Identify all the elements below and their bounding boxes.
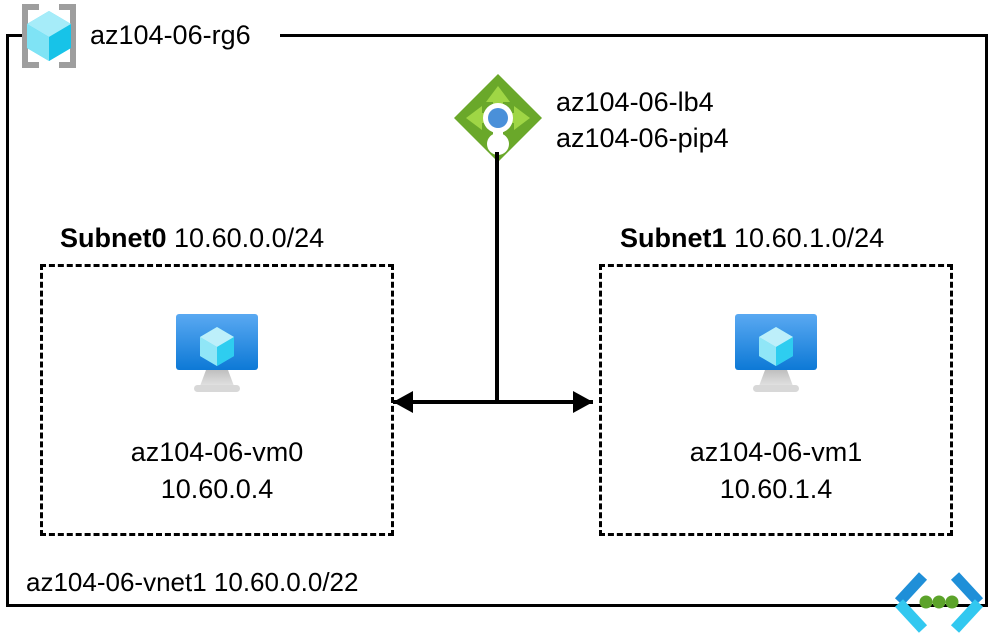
subnet0-box <box>40 264 394 536</box>
resource-group-border-bottom <box>6 604 988 607</box>
vm1-name: az104-06-vm1 <box>689 437 863 467</box>
virtual-machine-icon <box>727 312 825 394</box>
vm0-ip: 10.60.0.4 <box>160 474 274 504</box>
load-balancer-connector-line <box>495 152 499 402</box>
virtual-network-icon <box>893 572 985 634</box>
vm1-labels: az104-06-vm1 10.60.1.4 <box>599 434 953 508</box>
virtual-machine-icon <box>168 312 266 394</box>
resource-group-border-left <box>6 34 9 607</box>
vm1-ip: 10.60.1.4 <box>719 474 833 504</box>
load-balancer-name: az104-06-lb4 <box>556 87 714 117</box>
connector-arrowhead-right <box>573 391 593 413</box>
subnet1-title: Subnet1 10.60.1.0/24 <box>620 222 884 254</box>
vm0-name: az104-06-vm0 <box>130 437 304 467</box>
subnet-connector-line <box>393 400 593 404</box>
load-balancer-labels: az104-06-lb4 az104-06-pip4 <box>556 84 729 156</box>
subnet0-cidr: 10.60.0.0/24 <box>174 223 325 253</box>
resource-group-label: az104-06-rg6 <box>90 20 251 50</box>
resource-group-cube-icon <box>14 4 84 68</box>
connector-arrowhead-left <box>393 391 413 413</box>
subnet0-name: Subnet0 <box>60 223 167 253</box>
subnet0-title: Subnet0 10.60.0.0/24 <box>60 222 324 254</box>
resource-group-border-right <box>985 34 988 607</box>
resource-group-border-top-right <box>280 34 988 37</box>
subnet1-name: Subnet1 <box>620 223 727 253</box>
load-balancer-icon <box>452 72 544 164</box>
subnet1-cidr: 10.60.1.0/24 <box>734 223 885 253</box>
resource-group-border-top-left <box>6 34 28 37</box>
public-ip-name: az104-06-pip4 <box>556 123 729 153</box>
subnet1-box <box>599 264 953 536</box>
vm0-labels: az104-06-vm0 10.60.0.4 <box>40 434 394 508</box>
virtual-network-label: az104-06-vnet1 10.60.0.0/22 <box>22 566 363 598</box>
